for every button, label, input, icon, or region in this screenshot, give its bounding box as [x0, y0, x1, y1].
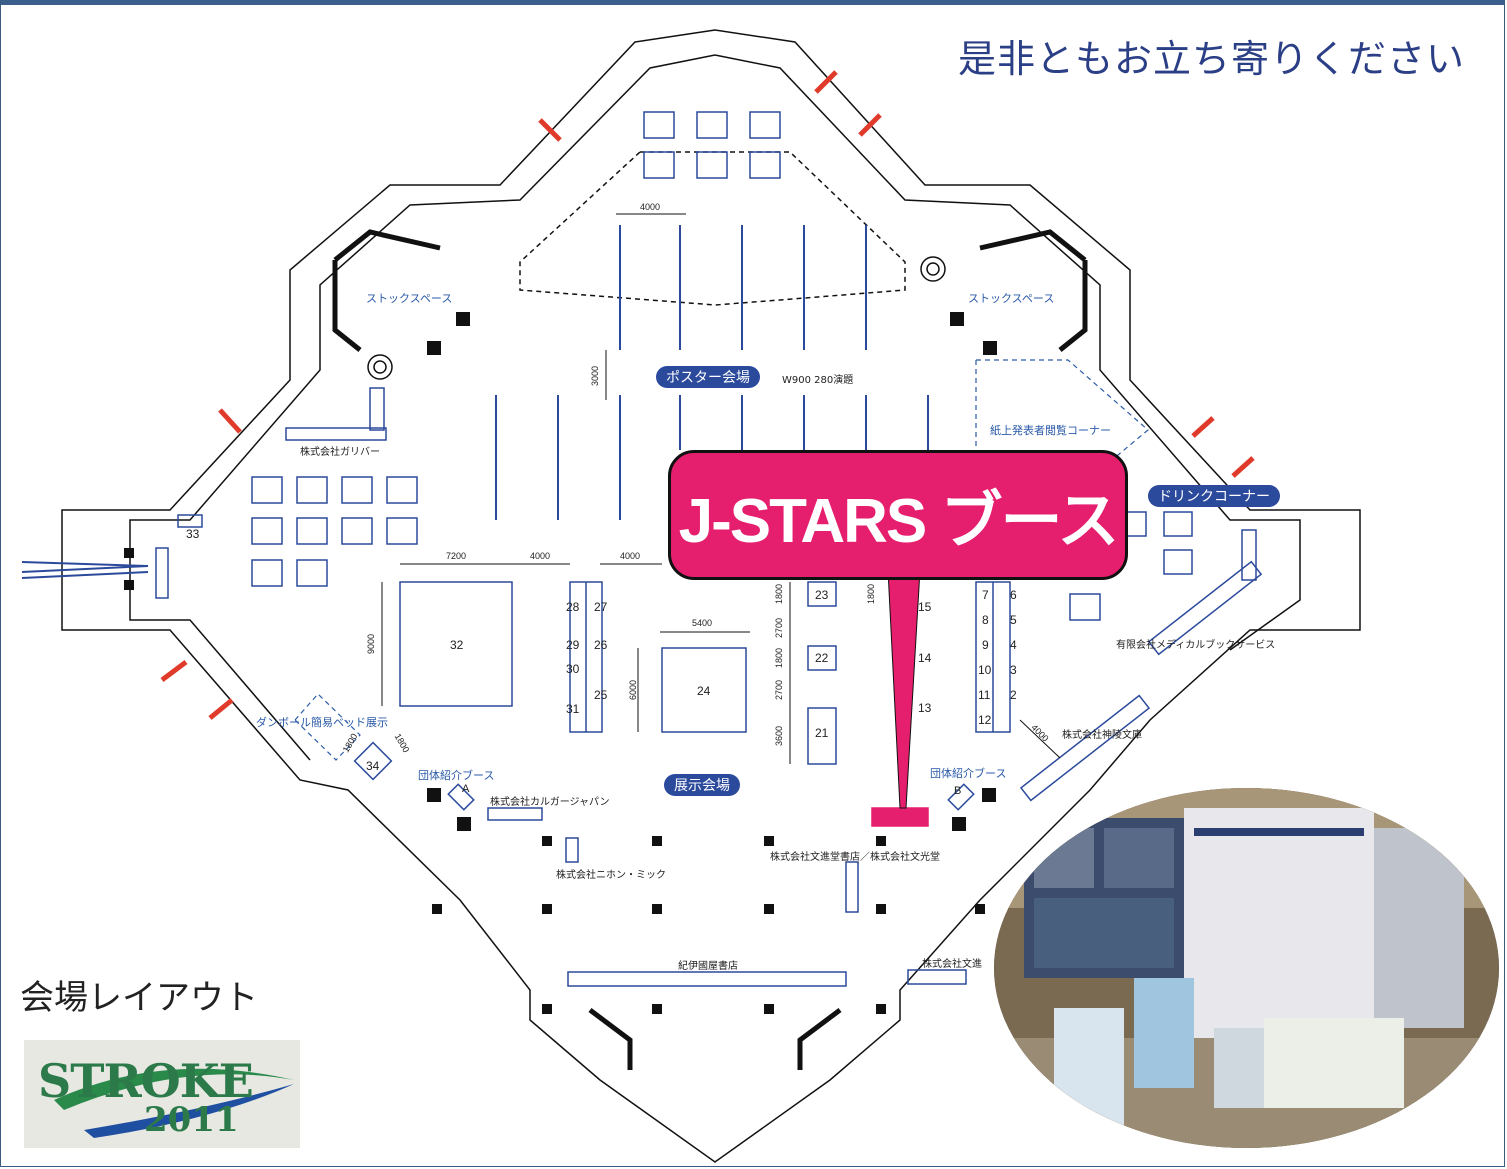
booth-number: 3: [1010, 663, 1017, 677]
booth-number: 32: [450, 638, 464, 652]
logo-word: STROKE: [38, 1054, 254, 1108]
booth-number: 15: [918, 600, 932, 614]
calgary-label: 株式会社カルガージャパン: [490, 797, 610, 808]
nihon-label: 株式会社ニホン・ミック: [556, 870, 666, 881]
dimension-label: 7200: [446, 551, 467, 561]
booth-number: 22: [815, 651, 829, 665]
booth-number: 25: [594, 688, 608, 702]
exhibit-area-label: 展示会場: [664, 774, 740, 796]
dimension-label: 5400: [692, 618, 713, 628]
paper-viewing-corner: 紙上発表者閲覧コーナー: [990, 424, 1111, 437]
booth-number: 2: [1010, 688, 1017, 702]
booth-number: 9: [982, 638, 989, 652]
booth-number: 29: [566, 638, 580, 652]
group-booth-right: 団体紹介ブース: [930, 767, 1007, 780]
cardboard-bed-label: ダンボール簡易ベッド展示: [256, 716, 388, 729]
callout-text: J-STARS ブース: [678, 487, 1120, 556]
booth-letter: B: [954, 785, 962, 797]
galiver-label: 株式会社ガリバー: [300, 447, 380, 458]
booth-number: 30: [566, 662, 580, 676]
group-booth-left: 団体紹介ブース: [418, 769, 495, 782]
dimension-label: 1800: [774, 583, 784, 604]
kinokuniya-label: 紀伊國屋書店: [678, 961, 738, 972]
bunshindo-label: 株式会社文進堂書店／株式会社文光堂: [770, 852, 940, 863]
logo-year: 2011: [144, 1100, 239, 1140]
poster-area-label: ポスター会場: [656, 366, 760, 388]
logo-swoosh: [54, 1068, 294, 1138]
booth-letter: A: [462, 783, 470, 795]
booth-number: 12: [978, 713, 992, 727]
dimension-label: 1800: [774, 647, 784, 668]
booth-photo: [994, 788, 1499, 1148]
booth-number: 10: [978, 663, 992, 677]
booth-number: 23: [815, 588, 829, 602]
tagline: 是非ともお立ち寄りください: [958, 37, 1466, 81]
stock-space-right: ストックスペース: [968, 292, 1055, 305]
dimension-label: 3000: [590, 365, 600, 386]
booth-number: 26: [594, 638, 608, 652]
booth-number: 7: [982, 588, 989, 602]
kanda-label: 株式会社神陵文庫: [1062, 730, 1142, 741]
booth-number: 11: [978, 688, 991, 702]
drink-corner-label: ドリンクコーナー: [1148, 485, 1280, 507]
dimension-label: 1800: [866, 583, 876, 604]
dimension-label: 2700: [774, 617, 784, 638]
dimension-label: 9000: [366, 633, 376, 654]
booth-number: 6: [1010, 588, 1017, 602]
dimension-label: 4000: [640, 202, 661, 212]
j-stars-booth-callout: J-STARS ブース: [668, 450, 1128, 580]
booth-number: 21: [815, 726, 829, 740]
bunshin-label: 株式会社文進: [922, 959, 982, 970]
booth-number: 8: [982, 613, 989, 627]
booth-number: 33: [186, 527, 200, 541]
booth-number: 34: [366, 759, 380, 773]
booth-number: 28: [566, 600, 580, 614]
dimension-label: 3600: [774, 725, 784, 746]
booth-photo-image: [994, 788, 1499, 1148]
dimension-label: 6000: [628, 679, 638, 700]
medical-label: 有限会社メディカルブックサービス: [1116, 640, 1276, 651]
dimension-label: 2700: [774, 679, 784, 700]
stroke-2011-logo: STROKE 2011: [24, 1040, 300, 1148]
booth-number: 31: [566, 702, 580, 716]
booth-number: 13: [918, 701, 932, 715]
booth-number: 4: [1010, 638, 1017, 652]
dimension-label: 4000: [530, 551, 551, 561]
dimension-label: 4000: [620, 551, 641, 561]
layout-title: 会場レイアウト: [20, 978, 258, 1018]
stock-space-left: ストックスペース: [366, 292, 453, 305]
booth-number: 14: [918, 651, 932, 665]
booth-number: 24: [697, 684, 711, 698]
booth-number: 27: [594, 600, 608, 614]
poster-area-note: W900 280演題: [782, 375, 854, 386]
booth-number: 5: [1010, 613, 1017, 627]
